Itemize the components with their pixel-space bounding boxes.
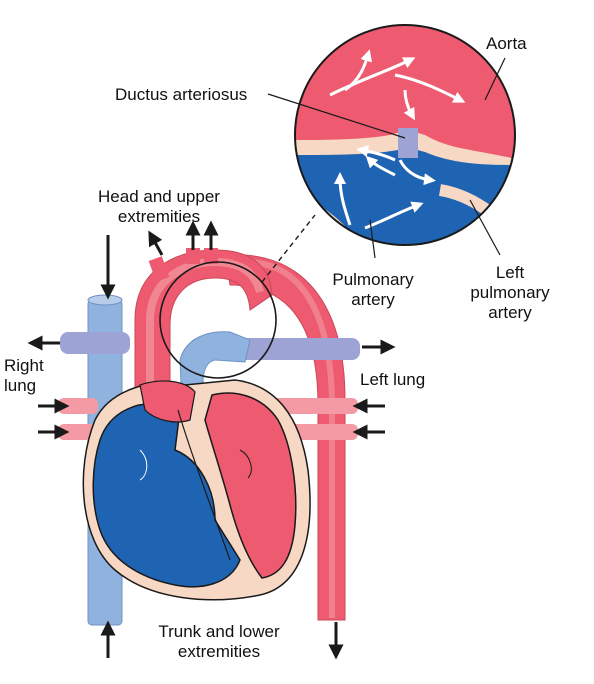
left-carotid-artery (186, 248, 200, 264)
label-trunk-lower-extremities: Trunk and lower extremities (135, 622, 303, 662)
ductus-highlight-circle (159, 261, 277, 379)
label-trunk-line-2: extremities (177, 642, 261, 661)
leader-aorta (484, 57, 506, 101)
label-head-line-2: extremities (117, 207, 201, 226)
label-left-pulm-line-3: artery (488, 303, 532, 322)
inset-ductus (398, 128, 418, 158)
brachiocephalic-artery (148, 256, 170, 282)
label-pulmonary-line-2: artery (351, 290, 395, 309)
flow-arrow-aorta-2 (344, 49, 373, 92)
left-atrium (139, 380, 196, 423)
inset-pulmonary-artery (295, 148, 515, 245)
label-trunk-line-1: Trunk and lower (158, 622, 280, 641)
flow-arrow-aorta-4 (403, 89, 415, 121)
arrow-head-vessel-1 (148, 230, 164, 256)
label-right-lung-line-2: lung (4, 376, 37, 395)
label-left-pulm-line-1: Left (495, 263, 525, 282)
label-aorta: Aorta (486, 34, 527, 53)
label-pulmonary-artery: Pulmonary artery (318, 270, 428, 310)
descending-aorta-highlight (244, 259, 335, 618)
label-ductus-arteriosus: Ductus arteriosus (115, 85, 248, 104)
label-left-pulmonary-artery: Left pulmonary artery (455, 263, 565, 323)
left-heart-chambers (204, 392, 297, 579)
flow-arrow-aorta-3 (394, 73, 466, 103)
valve-detail-left (239, 449, 252, 479)
magnified-inset-border (294, 24, 516, 246)
left-subclavian-artery (204, 248, 218, 264)
flow-arrow-ductus-1 (356, 145, 396, 162)
flow-arrow-ductus-2 (398, 159, 436, 186)
leader-left-pulmonary (469, 199, 501, 256)
flow-arrow-pulmonary-1 (334, 172, 352, 226)
right-pulmonary-artery-branch (60, 332, 130, 354)
left-pulmonary-vein-upper (270, 398, 358, 414)
vena-cava-opening (87, 294, 123, 306)
leader-pulmonary (369, 219, 376, 259)
flow-arrow-aorta-1 (329, 57, 416, 97)
leader-ductus (267, 93, 406, 139)
magnified-inset (295, 25, 515, 245)
heart-septum (177, 409, 231, 561)
label-left-pulm-line-2: pulmonary (470, 283, 550, 302)
label-head-upper-extremities: Head and upper extremities (83, 187, 235, 227)
right-pulmonary-vein-upper (58, 398, 98, 414)
label-left-lung: Left lung (360, 370, 426, 389)
label-right-lung-line-1: Right (4, 356, 44, 375)
label-head-line-1: Head and upper (98, 187, 220, 206)
flow-arrow-pulmonary-2 (364, 201, 424, 230)
valve-detail-right (139, 449, 148, 481)
label-right-lung: Right lung (4, 356, 44, 396)
flow-arrow-pulmonary-3 (365, 155, 396, 177)
label-pulmonary-line-1: Pulmonary (332, 270, 414, 289)
